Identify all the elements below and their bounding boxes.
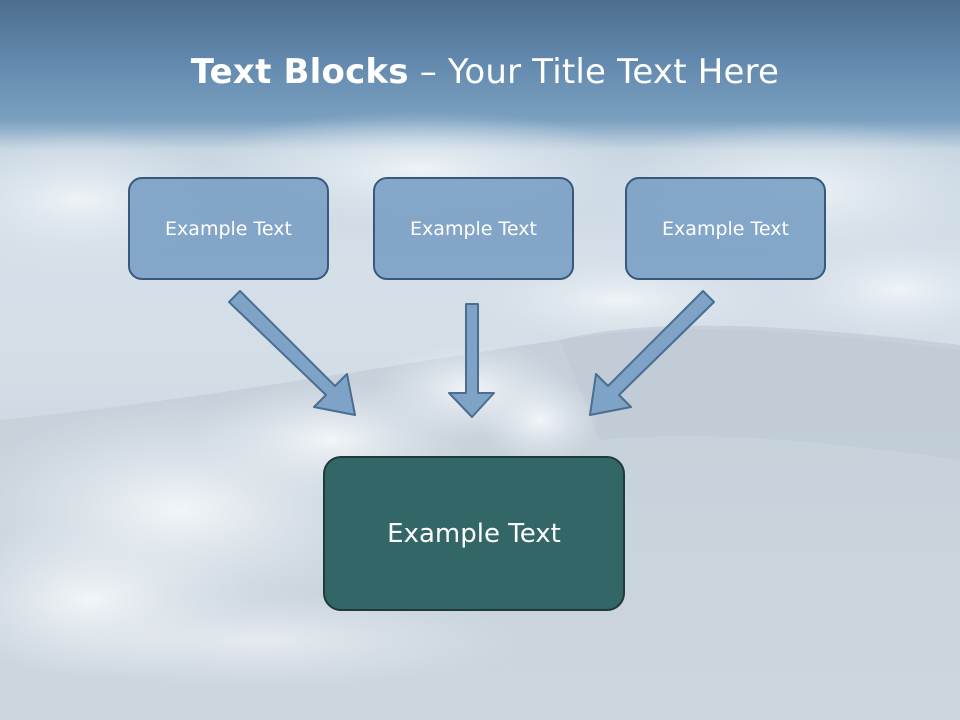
title-separator: – bbox=[408, 52, 448, 92]
text-box-top-right[interactable]: Example Text bbox=[625, 177, 826, 280]
text-box-top-center[interactable]: Example Text bbox=[373, 177, 574, 280]
text-box-top-left-label: Example Text bbox=[165, 217, 292, 240]
text-box-bottom[interactable]: Example Text bbox=[323, 456, 625, 611]
slide-title: Text Blocks – Your Title Text Here bbox=[0, 52, 960, 92]
text-box-bottom-label: Example Text bbox=[387, 518, 561, 549]
arrow-left-icon bbox=[228, 290, 356, 416]
arrow-center-icon bbox=[448, 303, 495, 418]
title-rest: Your Title Text Here bbox=[447, 52, 780, 92]
text-box-top-left[interactable]: Example Text bbox=[128, 177, 329, 280]
text-box-top-right-label: Example Text bbox=[662, 217, 789, 240]
text-box-top-center-label: Example Text bbox=[410, 217, 537, 240]
title-bold: Text Blocks bbox=[190, 52, 409, 92]
arrow-right-icon bbox=[589, 290, 715, 416]
